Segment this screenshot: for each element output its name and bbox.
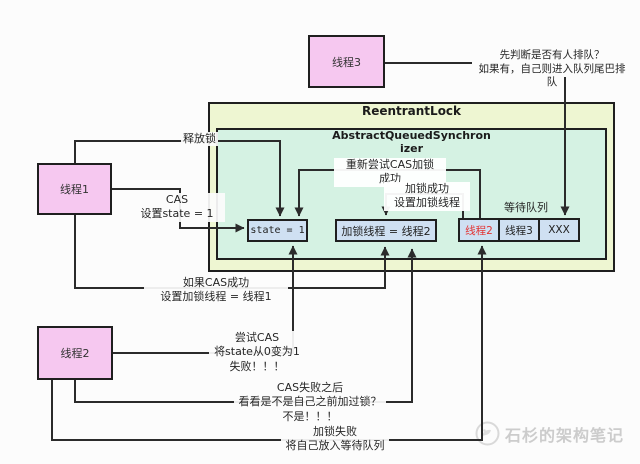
- annotation-thread3-judge: 先判断是否有人排队？ 如果有，自己则进入队列尾巴排队: [478, 49, 626, 89]
- annotation-cas-fail-check: CAS失败之后 看看是不是自己之前加过锁？ 不是！！！: [234, 381, 386, 424]
- watermark-logo-icon: [475, 421, 500, 446]
- thread3-label: 线程3: [332, 55, 361, 69]
- queue-cell-thread2: 线程2: [458, 218, 500, 242]
- annotation-lock-success-set-thread: 加锁成功 设置加锁线程: [384, 182, 470, 211]
- thread1-label: 线程1: [60, 183, 89, 196]
- watermark: 石杉的架构笔记: [474, 420, 624, 447]
- annotation-lock-fail-enqueue: 加锁失败 将自己放入等待队列: [281, 425, 389, 454]
- wait-queue: 线程2 线程3 XXX: [458, 218, 580, 242]
- wire-cas-fail-check: [74, 248, 417, 403]
- wait-queue-label: 等待队列: [504, 201, 548, 214]
- thread2-box: 线程2: [37, 326, 113, 380]
- thread2-label: 线程2: [60, 347, 90, 360]
- wire-lock-fail-enqueue: [51, 245, 487, 441]
- state-box: state = 1: [247, 219, 308, 242]
- thread3-box: 线程3: [308, 35, 385, 88]
- aqs-title: AbstractQueuedSynchronizer: [216, 129, 607, 155]
- queue-cell-thread3: 线程3: [498, 218, 540, 242]
- lock-owner-box: 加锁线程 = 线程2: [335, 219, 437, 242]
- annotation-try-cas-fail: 尝试CAS 将state从0变为1 失败！！！: [209, 331, 305, 374]
- annotation-release-lock: 释放锁: [181, 132, 218, 147]
- watermark-text: 石杉的架构笔记: [505, 425, 625, 445]
- wire-release-lock: [74, 140, 285, 217]
- queue-cell-xxx: XXX: [538, 218, 580, 242]
- annotation-if-cas-success: 如果CAS成功 设置加锁线程 = 线程1: [144, 276, 288, 305]
- reentrantlock-title: ReentrantLock: [361, 104, 462, 118]
- annotation-cas-set-state: CAS 设置state = 1: [129, 193, 225, 222]
- aqs-title-text: AbstractQueuedSynchronizer: [332, 129, 491, 155]
- thread1-box: 线程1: [37, 163, 112, 215]
